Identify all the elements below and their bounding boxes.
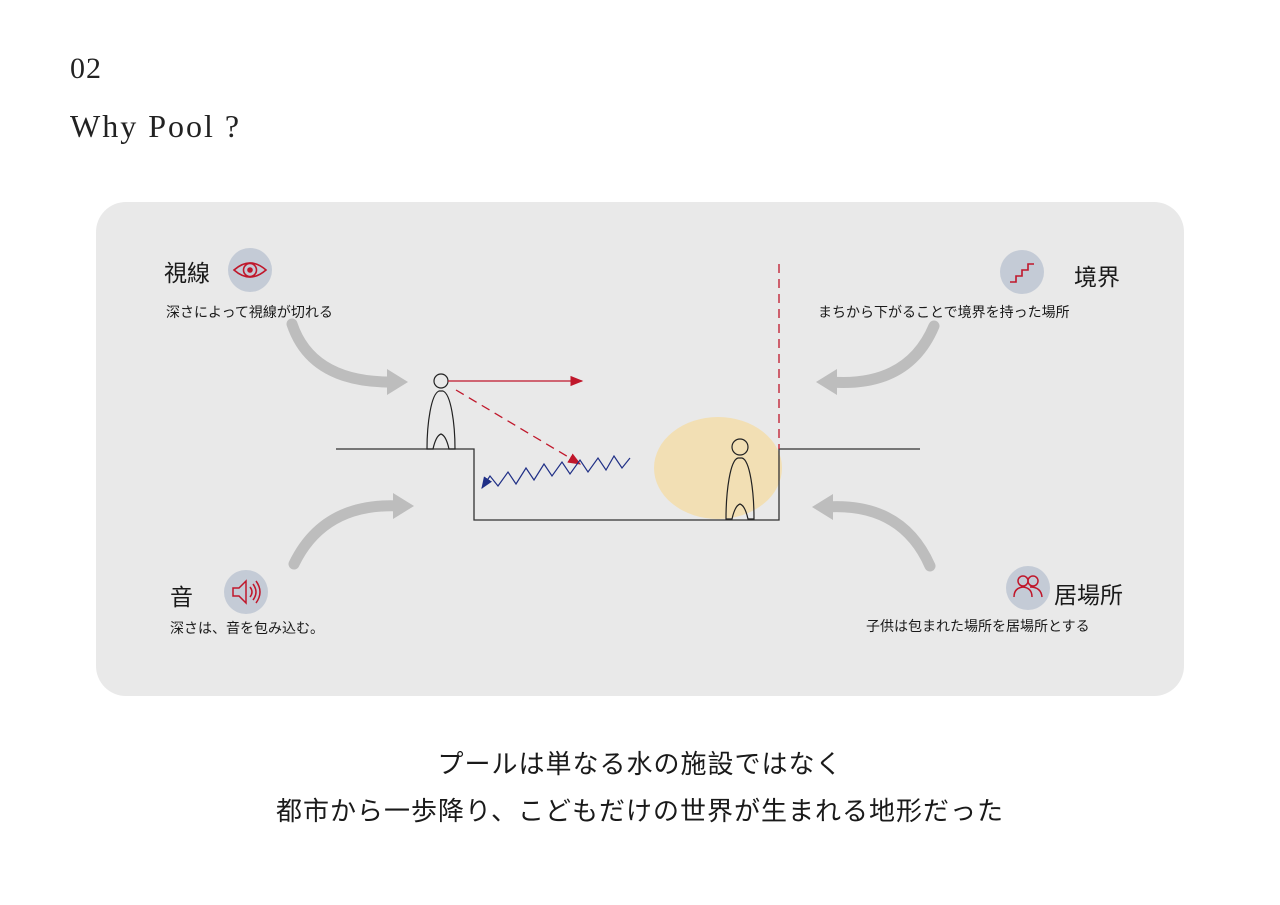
boundary-arrow-head [816, 369, 837, 395]
boundary-label: 境界 [1074, 265, 1120, 291]
person-pool [725, 438, 755, 520]
diagram-panel: 視線 深さによって視線が切れる 境界 まちから下がることで境界を持った場所 音 … [96, 202, 1184, 696]
conclusion-line-1: プールは単なる水の施設ではなく [437, 750, 843, 780]
place-curve-arrow [820, 501, 936, 572]
boundary-caption: まちから下がることで境界を持った場所 [818, 305, 1070, 321]
place-caption: 子供は包まれた場所を居場所とする [866, 619, 1090, 635]
sound-arrow-head [393, 493, 414, 519]
sound-curve-arrow [288, 500, 406, 570]
place-label: 居場所 [1054, 583, 1123, 609]
pool-section-diagram [286, 264, 940, 572]
section-title: Why Pool ? [70, 108, 242, 144]
place-arrow-head [812, 494, 833, 520]
place-highlight [654, 417, 782, 519]
sight-label: 視線 [164, 261, 210, 287]
conclusion-line-2: 都市から一歩降り、こどもだけの世界が生まれる地形だった [276, 797, 1004, 827]
people-icon [1006, 566, 1050, 610]
sight-caption: 深さによって視線が切れる [166, 305, 333, 321]
sound-label: 音 [170, 585, 193, 611]
eye-icon [228, 248, 272, 292]
sight-curve-arrow [286, 318, 402, 388]
person-edge [426, 373, 456, 450]
sound-zigzag [481, 454, 631, 489]
boundary-curve-arrow [824, 320, 940, 389]
section-number: 02 [70, 52, 102, 85]
sight-line-dashed [455, 389, 582, 465]
sight-arrow-head [387, 369, 408, 395]
speaker-icon [224, 570, 268, 614]
sound-caption: 深さは、音を包み込む。 [170, 621, 324, 637]
stairs-icon [1000, 250, 1044, 294]
